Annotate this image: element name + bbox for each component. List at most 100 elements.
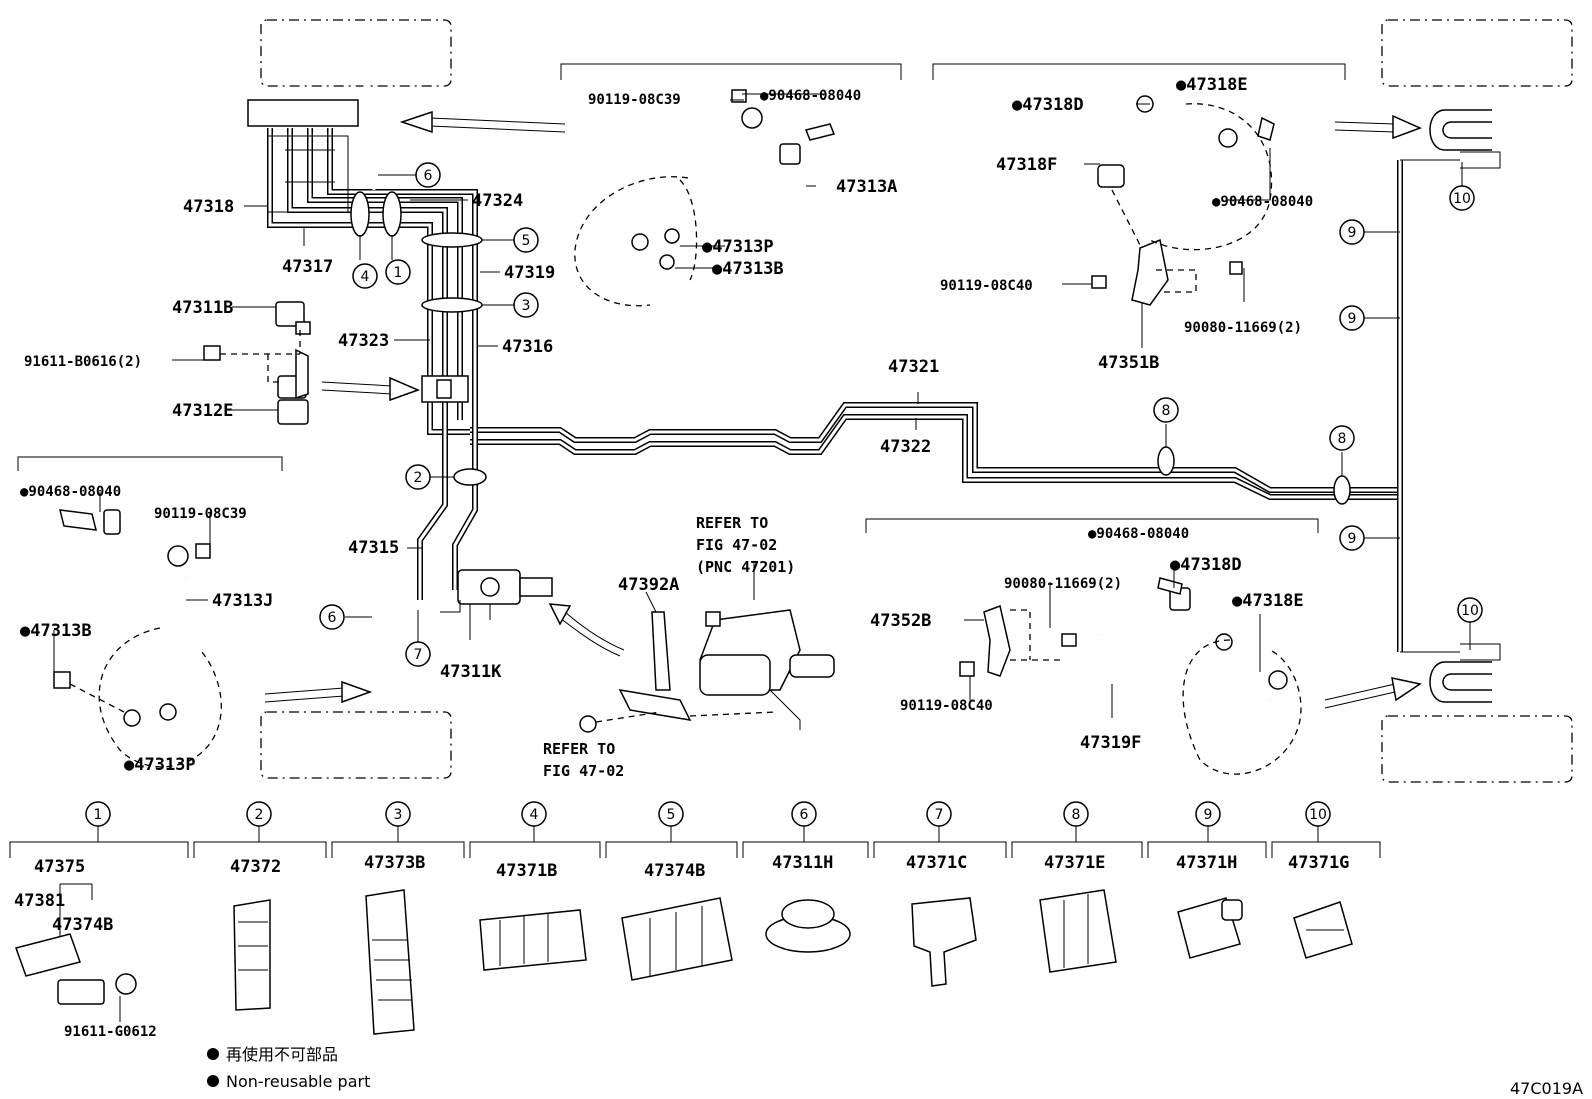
legend-drawing-8 [1039, 889, 1117, 973]
callout-7: 7 [405, 610, 431, 667]
group-bracket-top-center [560, 63, 902, 80]
svg-text:●47318E: ●47318E [1232, 591, 1304, 611]
svg-text:10: 10 [1309, 807, 1327, 823]
svg-text:47323: 47323 [338, 331, 389, 351]
svg-text:47372: 47372 [230, 857, 281, 877]
callout-10-bottom: 10 [1457, 597, 1483, 650]
callouts: 6 4 1 5 3 2 6 7 8 8 9 9 9 10 10 [319, 162, 1483, 667]
svg-text:47321: 47321 [888, 357, 939, 377]
svg-text:9: 9 [1204, 807, 1213, 823]
svg-text:FIG 47-02: FIG 47-02 [696, 536, 777, 554]
callout-3: 3 [482, 292, 539, 318]
svg-text:90119-08C39: 90119-08C39 [154, 506, 247, 522]
legend-callout-2: 2 [246, 801, 272, 842]
page-id: 47C019A [1510, 1079, 1583, 1098]
rear-hose-47319F [959, 577, 1302, 775]
svg-text:90119-08C40: 90119-08C40 [940, 278, 1033, 294]
callout-8-b: 8 [1329, 425, 1355, 476]
svg-text:90080-11669(2): 90080-11669(2) [1184, 320, 1302, 336]
legend-callout-5: 5 [658, 801, 684, 842]
svg-text:●47313B: ●47313B [20, 621, 92, 641]
svg-text:●90468-08040: ●90468-08040 [20, 484, 121, 500]
legend-callout-9: 9 [1195, 801, 1221, 842]
non-reusable-bullet-en [207, 1075, 219, 1087]
svg-text:47324: 47324 [472, 191, 523, 211]
legend-callout-8: 8 [1063, 801, 1089, 842]
svg-text:47315: 47315 [348, 538, 399, 558]
clamp-8-a [1157, 446, 1175, 476]
legend-callout-3: 3 [385, 801, 411, 842]
svg-text:47371C: 47371C [906, 853, 967, 873]
clamp-2 [453, 468, 487, 486]
legend-drawing-5 [621, 897, 733, 981]
svg-text:9: 9 [1348, 531, 1357, 547]
svg-text:47318F: 47318F [996, 155, 1057, 175]
group-bracket-top-right [932, 63, 1346, 80]
placeholder-box-top-left [260, 19, 452, 87]
svg-text:●90468-08040: ●90468-08040 [1088, 526, 1189, 542]
svg-text:REFER TO: REFER TO [543, 740, 615, 758]
svg-text:●90468-08040: ●90468-08040 [760, 88, 861, 104]
svg-text:47318: 47318 [183, 197, 234, 217]
svg-text:47371E: 47371E [1044, 853, 1105, 873]
svg-text:6: 6 [328, 610, 337, 626]
callout-6-top: 6 [378, 162, 441, 188]
rear-brake-bottom [1429, 661, 1492, 703]
leader-lines [53, 93, 1271, 718]
legend-callout-4: 4 [521, 801, 547, 842]
callout-4: 4 [352, 236, 378, 289]
svg-text:8: 8 [1072, 807, 1081, 823]
callout-1: 1 [385, 236, 411, 285]
legend-drawing-4 [479, 909, 587, 971]
placeholder-box-top-right [1381, 19, 1573, 87]
svg-text:47371G: 47371G [1288, 853, 1349, 873]
callout-10-top: 10 [1449, 162, 1475, 211]
svg-text:9: 9 [1348, 225, 1357, 241]
svg-text:2: 2 [414, 470, 423, 486]
svg-text:47317: 47317 [282, 257, 333, 277]
svg-text:47313A: 47313A [836, 177, 897, 197]
svg-text:47375: 47375 [34, 857, 85, 877]
direction-arrows [264, 110, 1422, 709]
svg-text:9: 9 [1348, 311, 1357, 327]
svg-text:10: 10 [1453, 191, 1471, 207]
legend-drawing-9 [1177, 897, 1243, 959]
svg-text:90119-08C40: 90119-08C40 [900, 698, 993, 714]
legend-callout-6: 6 [791, 801, 817, 842]
svg-text:47352B: 47352B [870, 611, 931, 631]
svg-text:5: 5 [667, 807, 676, 823]
main-brake-pipes [267, 128, 1501, 661]
svg-text:47312E: 47312E [172, 401, 233, 421]
placeholder-box-bottom-right [1381, 715, 1573, 783]
svg-text:47311B: 47311B [172, 298, 233, 318]
svg-text:47371H: 47371H [1176, 853, 1237, 873]
svg-text:●47313P: ●47313P [124, 755, 196, 775]
svg-text:7: 7 [935, 807, 944, 823]
part-labels: 47318 47317 47324 47319 47323 4 7 3 1 6 4731… [20, 75, 1313, 775]
group-bracket-left [17, 456, 283, 471]
legend-drawing-2 [233, 899, 271, 1011]
legend-row: 1 2 3 4 5 6 7 8 9 10 47375 47372 47373B … [9, 801, 1381, 1091]
svg-text:47319: 47319 [504, 263, 555, 283]
group-bracket-bottom-right [865, 518, 1319, 533]
svg-text:47374B: 47374B [52, 915, 113, 935]
svg-text:47392A: 47392A [618, 575, 679, 595]
legend-drawing-7 [911, 897, 977, 987]
svg-text:再使用不可部品: 再使用不可部品 [226, 1045, 338, 1064]
clamp-3 [421, 297, 483, 313]
svg-text:47381: 47381 [14, 891, 65, 911]
callout-9-a: 9 [1339, 219, 1400, 245]
svg-text:FIG 47-02: FIG 47-02 [543, 762, 624, 780]
legend-drawing-10 [1293, 901, 1353, 959]
svg-text:47373B: 47373B [364, 853, 425, 873]
svg-text:●47313P: ●47313P [702, 237, 774, 257]
legend-callout-7: 7 [926, 801, 952, 842]
svg-text:REFER TO: REFER TO [696, 514, 768, 532]
svg-text:3: 3 [394, 807, 403, 823]
svg-text:1: 1 [94, 807, 103, 823]
legend-drawing-3 [365, 889, 415, 1035]
callout-9-b: 9 [1339, 305, 1400, 331]
svg-text:6: 6 [800, 807, 809, 823]
svg-text:8: 8 [1162, 403, 1171, 419]
placeholder-box-bottom-left [260, 711, 452, 779]
